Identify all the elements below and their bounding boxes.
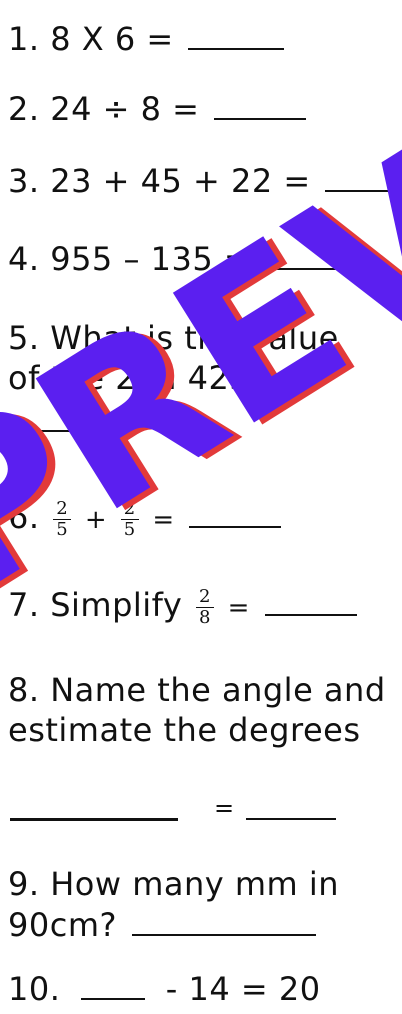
question-text: Simplify xyxy=(50,586,183,624)
question-text: 8 X 6 = xyxy=(50,20,174,58)
answer-blank[interactable] xyxy=(264,584,357,616)
degrees-blank[interactable] xyxy=(246,818,336,820)
answer-blank[interactable] xyxy=(265,238,346,270)
fraction-numerator: 2 xyxy=(120,498,139,520)
question-2: 2. 24 ÷ 8 = xyxy=(8,88,307,128)
question-text-line1: How many mm in xyxy=(50,865,340,903)
question-10: 10. - 14 = 20 xyxy=(8,968,321,1007)
question-number: 5. xyxy=(8,319,40,357)
question-number: 7. xyxy=(8,586,40,624)
fraction-b: 2 5 xyxy=(120,498,139,540)
question-8: 8. Name the angle and xyxy=(8,672,386,708)
question-text-line1: Name the angle and xyxy=(50,671,386,709)
answer-blank[interactable] xyxy=(131,904,316,936)
answer-blank[interactable] xyxy=(14,400,94,432)
angle-name-blank[interactable] xyxy=(10,818,178,821)
question-text: 955 – 135 = xyxy=(50,240,252,278)
question-text: - 14 = 20 xyxy=(165,970,321,1008)
answer-blank[interactable] xyxy=(214,88,307,120)
question-5: 5. What is the value xyxy=(8,320,339,356)
fraction-a: 2 5 xyxy=(53,498,72,540)
fraction-denominator: 5 xyxy=(56,518,69,540)
question-9-line2: 90cm? xyxy=(8,904,316,943)
answer-blank[interactable] xyxy=(188,18,285,50)
answer-blank[interactable] xyxy=(325,160,398,192)
fraction: 2 8 xyxy=(195,586,214,628)
question-text-line1: What is the value xyxy=(50,319,339,357)
question-7: 7. Simplify 2 8 = xyxy=(8,584,357,628)
question-number: 1. xyxy=(8,20,40,58)
question-6: 6. 2 5 + 2 5 = xyxy=(8,496,282,540)
question-number: 3. xyxy=(8,162,40,200)
question-4: 4. 955 – 135 = xyxy=(8,238,346,277)
fraction-denominator: 8 xyxy=(198,606,211,628)
question-5-answer xyxy=(8,400,94,439)
fraction-numerator: 2 xyxy=(53,498,72,520)
equals-sign: = xyxy=(152,505,175,535)
question-5-line2: of the 2 in 425? xyxy=(8,360,268,396)
answer-blank[interactable] xyxy=(189,496,282,528)
question-text-line2: estimate the degrees xyxy=(8,711,361,749)
question-number: 4. xyxy=(8,240,40,278)
question-text-line2: of the 2 in 425? xyxy=(8,359,268,397)
equals-sign: = xyxy=(227,593,250,623)
question-number: 9. xyxy=(8,865,40,903)
question-8-line2: estimate the degrees xyxy=(8,712,360,748)
question-9: 9. How many mm in xyxy=(8,866,339,902)
question-number: 10. xyxy=(8,970,61,1008)
equals-sign: = xyxy=(214,794,235,822)
fraction-denominator: 5 xyxy=(123,518,136,540)
answer-blank[interactable] xyxy=(81,968,146,1000)
question-3: 3. 23 + 45 + 22 = xyxy=(8,160,398,200)
question-text: 24 ÷ 8 = xyxy=(50,90,200,128)
question-text: 23 + 45 + 22 = xyxy=(50,162,311,200)
plus-sign: + xyxy=(84,505,108,535)
fraction-numerator: 2 xyxy=(195,586,214,608)
question-number: 2. xyxy=(8,90,40,128)
question-number: 8. xyxy=(8,671,40,709)
question-text-line2: 90cm? xyxy=(8,906,117,944)
question-number: 6. xyxy=(8,498,40,536)
question-1: 1. 8 X 6 = xyxy=(8,18,285,58)
